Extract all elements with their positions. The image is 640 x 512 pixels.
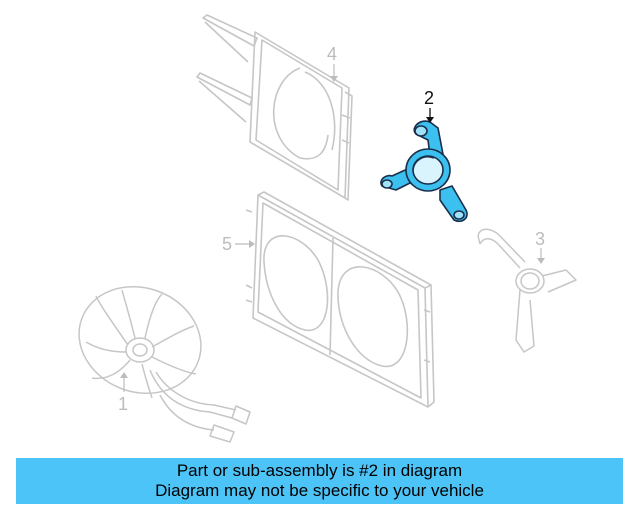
info-banner: Part or sub-assembly is #2 in diagram Di… — [16, 458, 623, 504]
callout-1: 1 — [118, 372, 128, 414]
exploded-parts-diagram: 4 5 — [64, 14, 577, 443]
banner-line-1: Part or sub-assembly is #2 in diagram — [176, 461, 463, 480]
callout-arrow-5 — [249, 240, 255, 248]
callout-label-2: 2 — [424, 88, 434, 108]
callout-label-4: 4 — [327, 44, 337, 64]
part-1-fan-assembly[interactable] — [64, 270, 251, 443]
callout-2: 2 — [424, 88, 434, 123]
part-2-highlighted-bracket[interactable] — [380, 120, 468, 223]
part-5-radiator-shroud[interactable] — [245, 191, 435, 408]
callout-label-5: 5 — [222, 234, 232, 254]
callout-arrow-1 — [120, 372, 128, 378]
callout-3: 3 — [535, 229, 545, 264]
callout-label-1: 1 — [118, 394, 128, 414]
callout-arrow-4 — [330, 76, 338, 82]
callout-5: 5 — [222, 234, 255, 254]
callout-arrow-3 — [537, 258, 545, 264]
callout-4: 4 — [327, 44, 338, 82]
callout-arrow-2 — [426, 117, 434, 123]
part-3-bracket[interactable] — [477, 228, 577, 353]
callout-label-3: 3 — [535, 229, 545, 249]
part-4-fan-shroud[interactable] — [196, 14, 353, 201]
banner-line-2: Diagram may not be specific to your vehi… — [155, 481, 484, 500]
